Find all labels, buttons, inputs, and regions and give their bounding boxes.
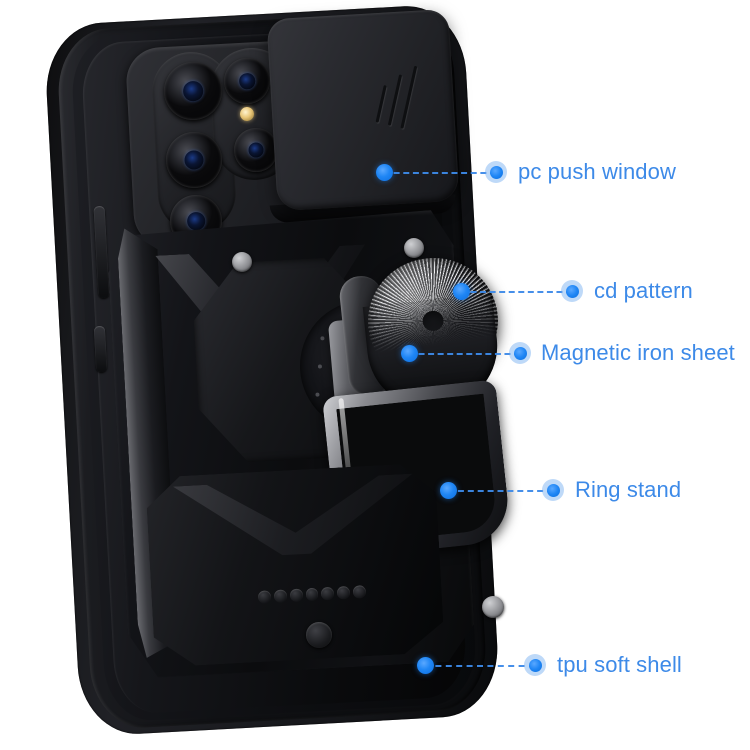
phone-case-illustration xyxy=(0,0,560,750)
callout-end-dot xyxy=(542,479,564,501)
callout-label: cd pattern xyxy=(594,278,693,303)
callout-label: Magnetic iron sheet xyxy=(541,340,735,365)
callout-leader-line xyxy=(448,490,553,492)
callout-anchor-dot xyxy=(453,283,470,300)
callout-anchor-dot xyxy=(376,164,393,181)
grip-ridge-icon xyxy=(375,85,387,123)
grip-ridge-icon xyxy=(387,74,403,126)
callout-anchor-dot xyxy=(440,482,457,499)
callout-leader-line xyxy=(409,353,520,355)
sliding-camera-cover xyxy=(266,8,460,212)
screw-detail-bottom-right xyxy=(481,595,505,619)
callout-label: tpu soft shell xyxy=(557,652,682,677)
callout-leader-line xyxy=(461,291,572,293)
callout-end-dot xyxy=(485,161,507,183)
callout-end-dot xyxy=(561,280,583,302)
callout-leader-line xyxy=(425,665,535,667)
callout-leader-line xyxy=(384,172,496,174)
grip-ridge-icon xyxy=(400,65,418,129)
callout-end-dot xyxy=(524,654,546,676)
callout-label: pc push window xyxy=(518,159,676,184)
callout-label: Ring stand xyxy=(575,477,682,502)
callout-end-dot xyxy=(509,342,531,364)
callout-anchor-dot xyxy=(417,657,434,674)
callout-anchor-dot xyxy=(401,345,418,362)
